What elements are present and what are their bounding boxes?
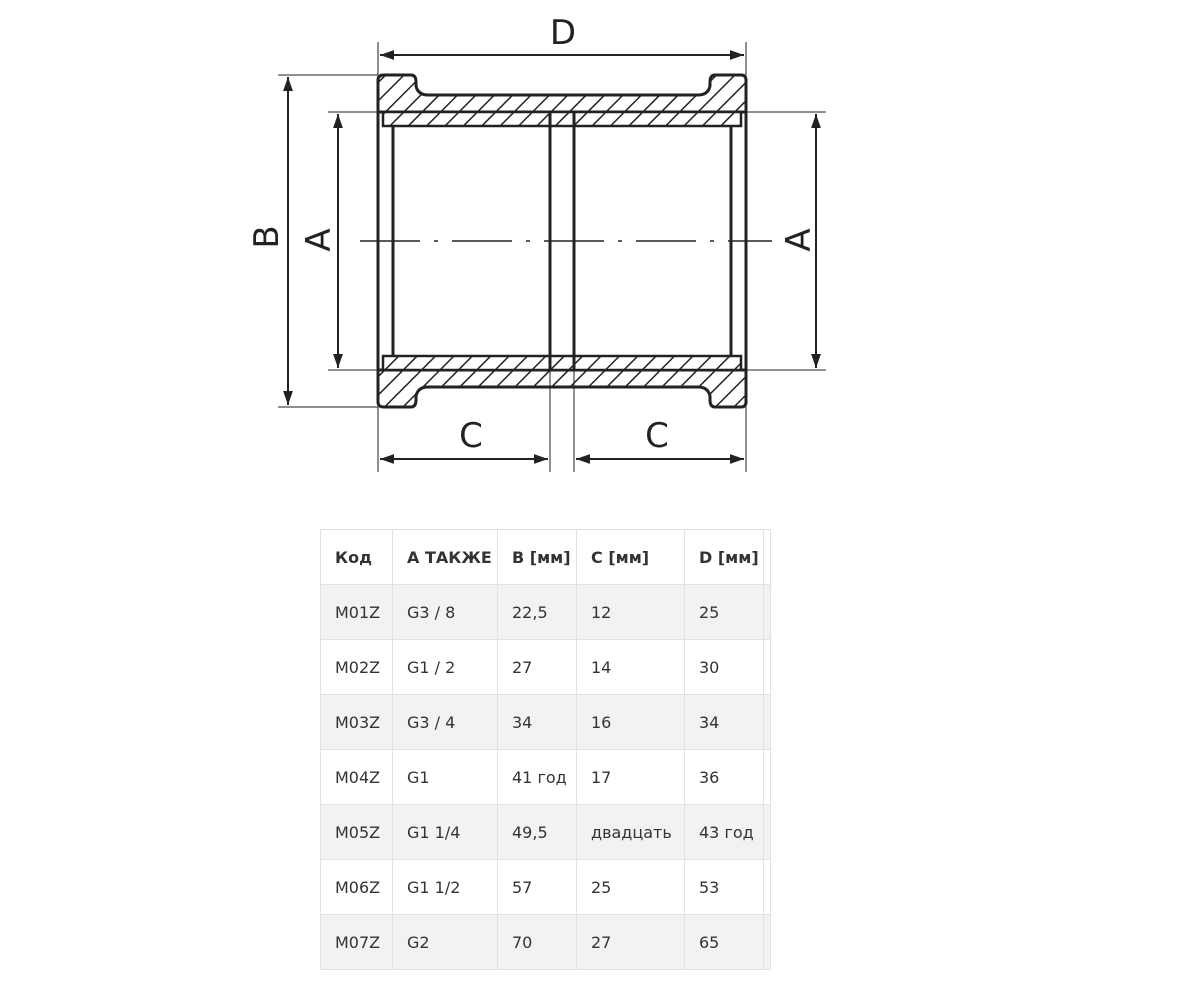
cell-a: G1 — [392, 749, 498, 805]
cell-stub — [763, 694, 771, 750]
table-row: M02Z G1 / 2 27 14 30 — [320, 639, 771, 695]
table-row: M03Z G3 / 4 34 16 34 — [320, 694, 771, 750]
cell-c: двадцать — [576, 804, 685, 860]
cell-c: 12 — [576, 584, 685, 640]
coupling-cross-section-drawing: D B A A C C — [247, 13, 826, 472]
center-web-top — [548, 110, 576, 128]
dim-label-d: D — [550, 13, 576, 53]
cell-d: 36 — [684, 749, 764, 805]
cell-stub — [763, 914, 771, 970]
cell-d: 65 — [684, 914, 764, 970]
cell-d: 43 год — [684, 804, 764, 860]
header-b: B [мм] — [497, 529, 577, 585]
dimension-lines — [283, 50, 821, 464]
extension-lines — [278, 42, 826, 472]
cell-b: 34 — [497, 694, 577, 750]
cell-a: G2 — [392, 914, 498, 970]
cell-b: 57 — [497, 859, 577, 915]
dim-label-c-left: C — [459, 416, 483, 456]
cell-c: 16 — [576, 694, 685, 750]
header-c: C [мм] — [576, 529, 685, 585]
cell-stub — [763, 639, 771, 695]
cell-stub — [763, 804, 771, 860]
cell-code: M01Z — [320, 584, 393, 640]
cell-b: 22,5 — [497, 584, 577, 640]
cell-d: 53 — [684, 859, 764, 915]
cell-d: 25 — [684, 584, 764, 640]
cell-c: 14 — [576, 639, 685, 695]
cell-a: G1 / 2 — [392, 639, 498, 695]
cell-a: G3 / 8 — [392, 584, 498, 640]
dim-label-a-right: A — [779, 228, 819, 251]
header-stub — [763, 529, 771, 585]
cell-a: G3 / 4 — [392, 694, 498, 750]
cell-code: M04Z — [320, 749, 393, 805]
cell-d: 30 — [684, 639, 764, 695]
top-wall-section — [376, 73, 748, 114]
cell-b: 41 год — [497, 749, 577, 805]
cell-code: M02Z — [320, 639, 393, 695]
cell-c: 25 — [576, 859, 685, 915]
header-a: A ТАКЖЕ — [392, 529, 498, 585]
table-row: M05Z G1 1/4 49,5 двадцать 43 год — [320, 804, 771, 860]
thread-band-top-right — [572, 110, 743, 128]
table-row: M06Z G1 1/2 57 25 53 — [320, 859, 771, 915]
dimensions-table: Код A ТАКЖЕ B [мм] C [мм] D [мм] M01Z G3… — [320, 529, 771, 970]
dim-label-c-right: C — [645, 416, 669, 456]
cell-stub — [763, 584, 771, 640]
cell-code: M05Z — [320, 804, 393, 860]
cell-stub — [763, 859, 771, 915]
cell-b: 70 — [497, 914, 577, 970]
thread-band-top-left — [381, 110, 552, 128]
table-header-row: Код A ТАКЖЕ B [мм] C [мм] D [мм] — [320, 529, 771, 585]
dim-label-a-left: A — [299, 228, 339, 251]
cell-a: G1 1/4 — [392, 804, 498, 860]
table-row: M04Z G1 41 год 17 36 — [320, 749, 771, 805]
center-web-bottom — [548, 354, 576, 372]
cell-d: 34 — [684, 694, 764, 750]
cell-c: 27 — [576, 914, 685, 970]
cell-b: 27 — [497, 639, 577, 695]
cell-b: 49,5 — [497, 804, 577, 860]
cell-stub — [763, 749, 771, 805]
header-d: D [мм] — [684, 529, 764, 585]
cell-c: 17 — [576, 749, 685, 805]
thread-band-bottom-right — [572, 354, 743, 372]
dim-label-b: B — [247, 225, 287, 248]
cell-code: M07Z — [320, 914, 393, 970]
header-code: Код — [320, 529, 393, 585]
table-row: M01Z G3 / 8 22,5 12 25 — [320, 584, 771, 640]
cell-a: G1 1/2 — [392, 859, 498, 915]
table-row: M07Z G2 70 27 65 — [320, 914, 771, 970]
bottom-wall-section — [376, 368, 748, 409]
thread-band-bottom-left — [381, 354, 552, 372]
cell-code: M03Z — [320, 694, 393, 750]
cell-code: M06Z — [320, 859, 393, 915]
